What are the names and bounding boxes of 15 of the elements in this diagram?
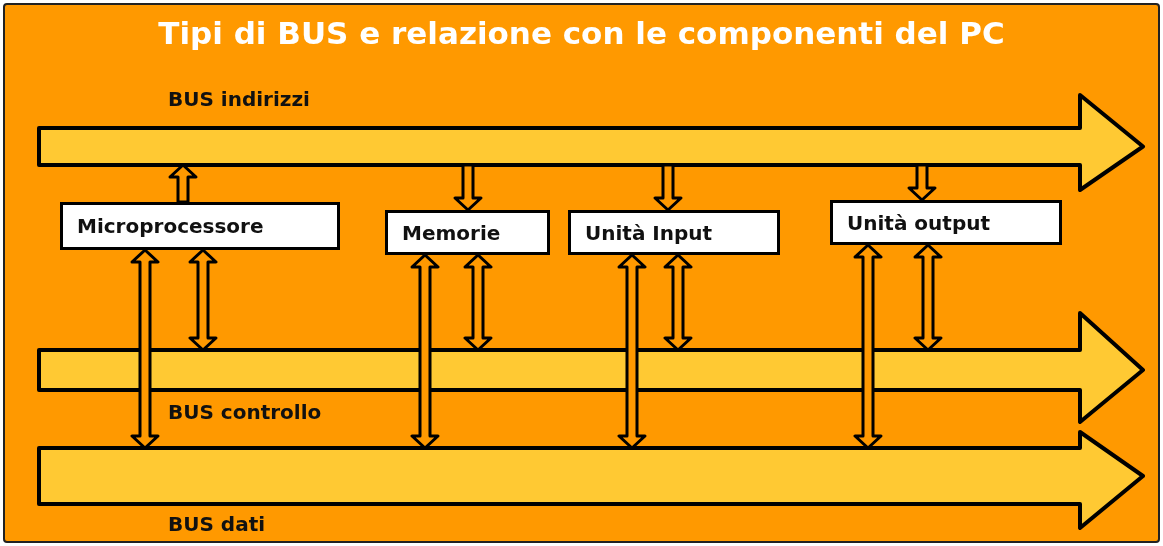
component-box (568, 210, 780, 255)
bus-label: BUS indirizzi (168, 87, 310, 111)
component-box (830, 200, 1062, 245)
component-label: Memorie (402, 220, 501, 245)
component-label: Unità Input (585, 220, 713, 245)
component-label: Microprocessore (77, 214, 264, 238)
component-label: Unità output (847, 210, 990, 235)
arrow (453, 163, 483, 212)
title: Tipi di BUS e relazione con le componenti del PC (157, 15, 1006, 51)
arrow (653, 163, 683, 212)
arrow (907, 163, 937, 202)
bus-label: BUS dati (168, 512, 266, 536)
component-box (385, 210, 550, 255)
bus-label: BUS controllo (168, 400, 322, 424)
component-box (60, 202, 340, 250)
